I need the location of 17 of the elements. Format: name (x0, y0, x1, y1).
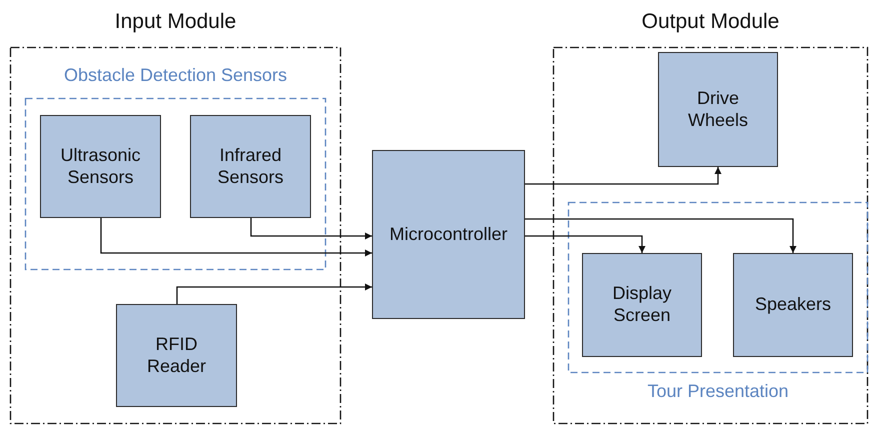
arrow (100, 218, 372, 256)
arrow (525, 235, 646, 253)
process-box: Infrared Sensors (190, 115, 311, 218)
arrow (250, 218, 372, 240)
process-box: RFID Reader (116, 304, 237, 407)
module-title: Output Module (642, 10, 780, 34)
arrow (176, 284, 372, 304)
arrow (525, 167, 722, 185)
process-box: Drive Wheels (658, 52, 778, 167)
group-title: Tour Presentation (647, 381, 789, 402)
process-box: Microcontroller (372, 150, 525, 319)
process-box: Display Screen (582, 253, 702, 357)
module-title: Input Module (114, 10, 236, 34)
process-box: Speakers (733, 253, 853, 357)
arrow (525, 218, 796, 253)
process-box: Ultrasonic Sensors (40, 115, 161, 218)
group-title: Obstacle Detection Sensors (64, 65, 288, 86)
